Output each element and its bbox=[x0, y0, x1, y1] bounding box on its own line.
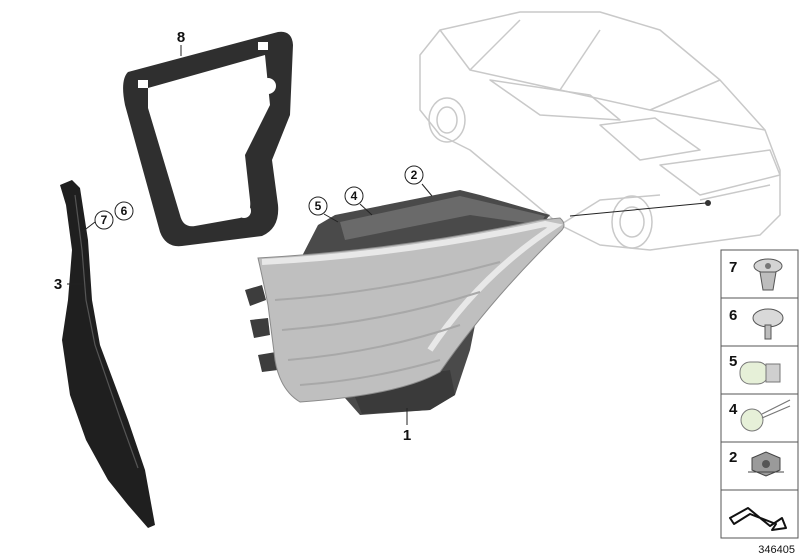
trim-cover-part bbox=[60, 180, 155, 528]
parts-legend: 7 6 5 4 2 bbox=[720, 249, 799, 539]
circled-callout-6-ring bbox=[114, 201, 134, 221]
wedge-bulb-icon bbox=[739, 361, 781, 385]
legend-box-arrow bbox=[720, 489, 799, 539]
leader-lamp-5 bbox=[323, 213, 339, 223]
expansion-clip-icon bbox=[753, 258, 783, 291]
legend-number-2: 2 bbox=[729, 449, 737, 466]
legend-number-5: 5 bbox=[729, 353, 737, 370]
legend-box-7 bbox=[720, 249, 799, 299]
gasket-part bbox=[123, 31, 293, 247]
circled-callout-2-ring bbox=[404, 165, 424, 185]
circled-callout-4-ring bbox=[344, 186, 364, 206]
clip-leader-line bbox=[81, 221, 96, 233]
legend-number-4: 4 bbox=[729, 401, 738, 418]
circled-callout-5-ring bbox=[308, 196, 328, 216]
bulb-with-wires-icon bbox=[740, 399, 791, 432]
diagram-id-number: 346405 bbox=[758, 544, 795, 556]
location-leader-line bbox=[569, 202, 707, 217]
circled-callout-2: 2 bbox=[411, 168, 418, 182]
push-clip-icon bbox=[752, 308, 784, 340]
circled-callout-6: 6 bbox=[121, 204, 128, 218]
circled-callout-4: 4 bbox=[351, 189, 358, 203]
tail-light-part bbox=[245, 190, 565, 415]
leader-lamp-2 bbox=[421, 183, 433, 197]
hex-nut-icon bbox=[748, 451, 784, 477]
legend-number-7: 7 bbox=[729, 259, 737, 276]
callout-trim-cover: 3 bbox=[54, 276, 62, 293]
circled-callout-5: 5 bbox=[315, 199, 322, 213]
car-outline-illustration bbox=[419, 11, 781, 251]
lamp-location-marker bbox=[705, 200, 711, 206]
legend-number-6: 6 bbox=[729, 307, 737, 324]
circled-callout-7: 7 bbox=[101, 213, 108, 227]
leader-lamp-4 bbox=[359, 203, 373, 216]
arrow-symbol-icon bbox=[729, 507, 787, 531]
circled-callout-7-ring bbox=[94, 210, 114, 230]
callout-tail-light: 1 bbox=[403, 427, 411, 444]
callout-gasket: 8 bbox=[177, 29, 185, 46]
